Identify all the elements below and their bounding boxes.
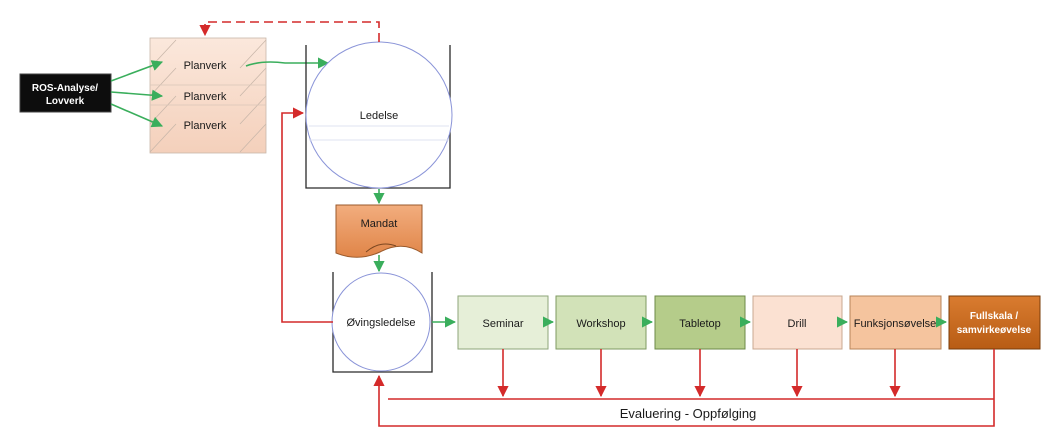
step-workshop-label: Workshop [576, 318, 625, 330]
step-funksjonsovelse-label: Funksjonsøvelse [854, 318, 937, 330]
planverk-label-1: Planverk [184, 60, 227, 72]
planverk-label-2: Planverk [184, 91, 227, 103]
step-fullskala: Fullskala / samvirkeøvelse [948, 295, 1041, 350]
step-seminar: Seminar [457, 295, 549, 350]
ledelse-node: Ledelse [305, 41, 453, 189]
step-workshop: Workshop [555, 295, 647, 350]
planverk-stack: Planverk Planverk Planverk [149, 37, 267, 154]
ovingsledelse-to-ledelse-arrow [281, 107, 333, 323]
mandat-label: Mandat [361, 218, 398, 230]
step-funksjonsovelse: Funksjonsøvelse [849, 295, 942, 350]
step-tabletop: Tabletop [654, 295, 746, 350]
ledelse-label: Ledelse [360, 110, 399, 122]
step-drill-label: Drill [788, 318, 807, 330]
step-fullskala-label-line1: Fullskala / [970, 311, 1019, 322]
step-drill: Drill [752, 295, 843, 350]
planverk-to-ledelse-arrow [245, 57, 330, 69]
evaluation-loop: Evaluering - Oppfølging [373, 349, 995, 427]
step-fullskala-label-line2: samvirkeøvelse [957, 325, 1032, 336]
step-tabletop-label: Tabletop [679, 318, 721, 330]
planverk-label-3: Planverk [184, 120, 227, 132]
ovingsledelse-label: Øvingsledelse [346, 317, 415, 329]
ledelse-to-planverk-dashed-arrow [199, 21, 380, 42]
source-label-line1: ROS-Analyse/ [32, 83, 98, 94]
step-seminar-label: Seminar [483, 318, 524, 330]
evaluation-label: Evaluering - Oppfølging [620, 406, 757, 421]
ovingsledelse-node: Øvingsledelse [331, 272, 433, 373]
source-label-line2: Lovverk [46, 96, 85, 107]
source-box: ROS-Analyse/ Lovverk [19, 73, 112, 113]
mandat-node: Mandat [335, 204, 423, 258]
source-arrows [110, 60, 164, 128]
step-feedback-arrows [497, 349, 901, 398]
